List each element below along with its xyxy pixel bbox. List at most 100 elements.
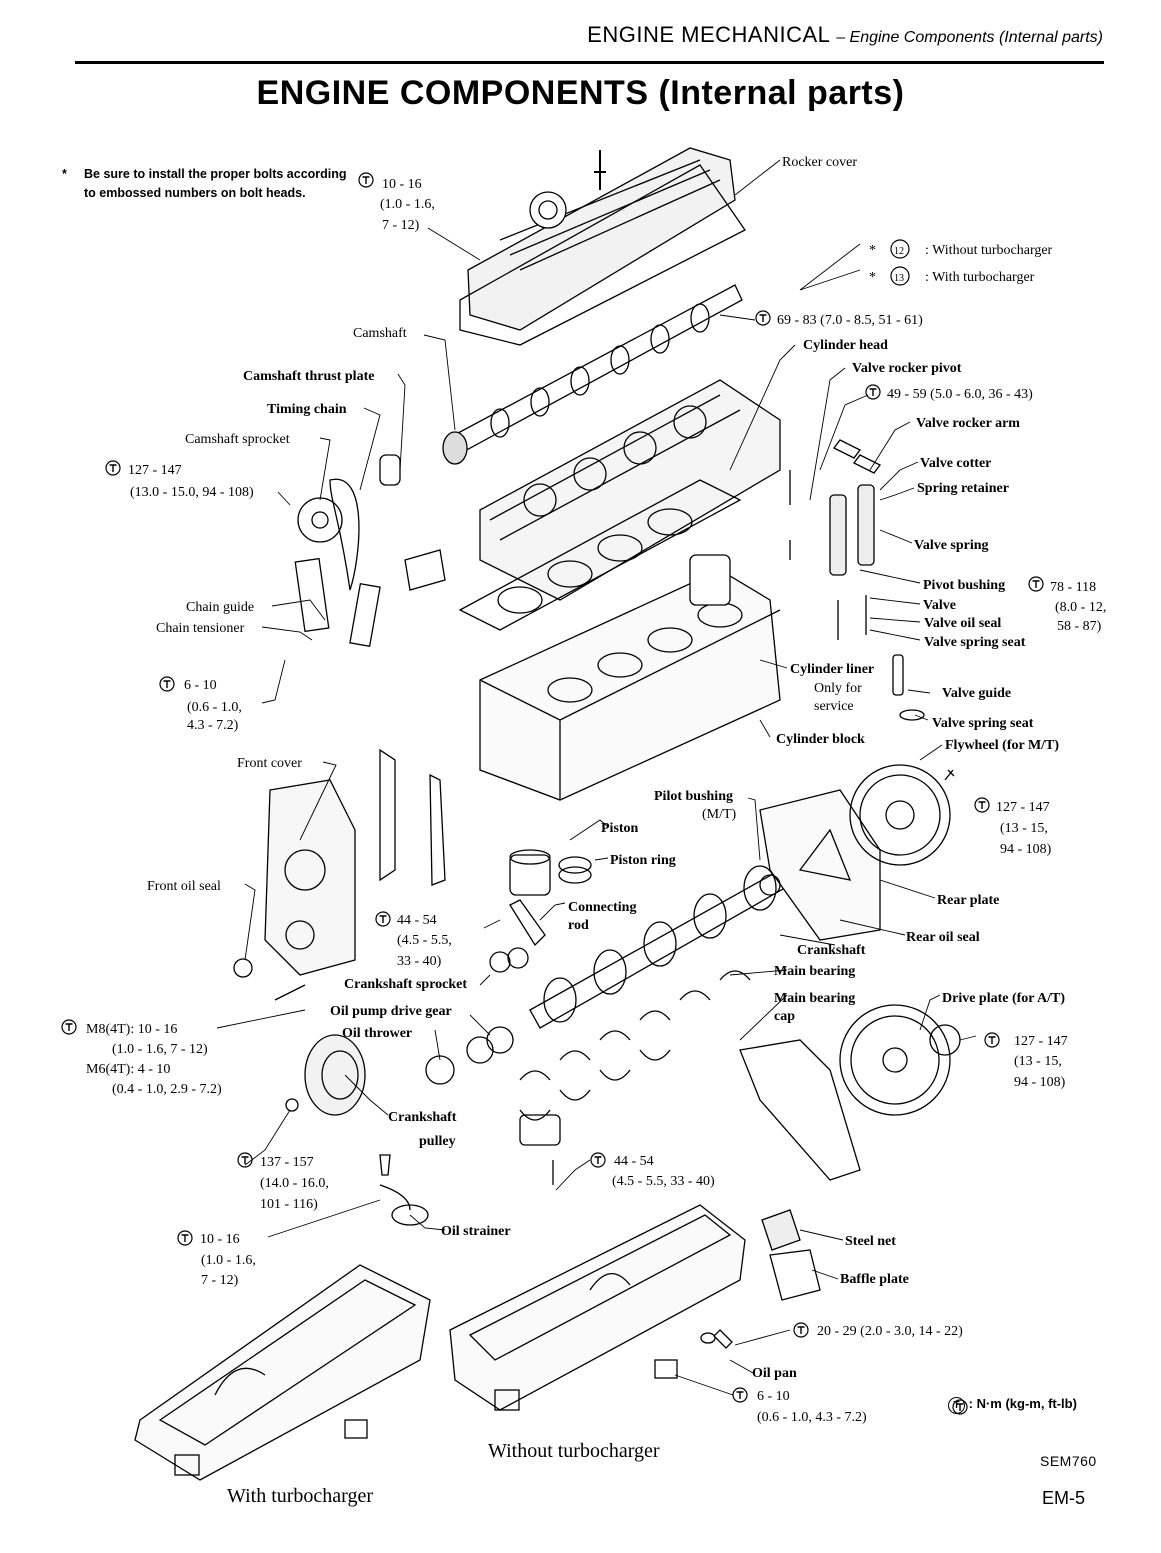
legend-text: : N·m (kg-m, ft-lb) xyxy=(968,1396,1077,1411)
label-chain-tensioner: Chain tensioner xyxy=(156,621,245,636)
torque-flywheel-3: 94 - 108) xyxy=(1000,842,1052,857)
leader-lines xyxy=(216,159,977,1396)
label-pilot-bushing-mt: (M/T) xyxy=(702,807,737,822)
torque-flywheel-2: (13 - 15, xyxy=(1000,821,1048,836)
label-baffle-plate: Baffle plate xyxy=(840,1272,909,1287)
label-drive-plate: Drive plate (for A/T) xyxy=(942,991,1065,1006)
label-valve-cotter: Valve cotter xyxy=(920,456,991,471)
label-valve: Valve xyxy=(923,598,956,613)
page-header: ENGINE MECHANICAL – Engine Components (I… xyxy=(587,22,1103,48)
label-flywheel: Flywheel (for M/T) xyxy=(945,738,1059,753)
front-cover-part xyxy=(233,748,446,978)
label-timing-chain: Timing chain xyxy=(267,402,347,417)
rear-plate-part xyxy=(759,789,881,941)
caption-with-turbo: With turbocharger xyxy=(227,1485,373,1507)
label-valve-rocker-arm: Valve rocker arm xyxy=(916,416,1020,431)
label-connecting: Connecting xyxy=(568,900,636,915)
timing-chain-part xyxy=(294,454,446,648)
torque-main-cap-1: 44 - 54 xyxy=(614,1154,654,1169)
torque-m8-1: M8(4T): 10 - 16 xyxy=(86,1022,177,1037)
label-rear-oil-seal: Rear oil seal xyxy=(906,930,980,945)
label-main-bearing-cap-1: Main bearing xyxy=(774,991,855,1006)
caption-without-turbo: Without turbocharger xyxy=(488,1440,660,1462)
torque-conrod-2: (4.5 - 5.5, xyxy=(397,933,452,948)
label-oil-strainer: Oil strainer xyxy=(441,1224,511,1239)
figure-code: SEM760 xyxy=(1040,1453,1097,1469)
steel-net-part xyxy=(761,1209,821,1301)
label-cylinder-block: Cylinder block xyxy=(776,732,865,747)
label-oil-pan: Oil pan xyxy=(752,1366,797,1381)
cylinder-head-part xyxy=(479,379,781,601)
label-front-cover: Front cover xyxy=(237,756,302,771)
label-crankshaft: Crankshaft xyxy=(797,943,866,958)
bolt-mark-circles xyxy=(890,239,910,286)
label-spring-retainer: Spring retainer xyxy=(917,481,1009,496)
drive-plate-part xyxy=(839,1004,961,1116)
torque-pulley-1: 137 - 157 xyxy=(260,1155,314,1170)
label-rear-plate: Rear plate xyxy=(937,893,999,908)
label-valve-guide: Valve guide xyxy=(942,686,1011,701)
bolt-mark-12-text: : Without turbocharger xyxy=(925,243,1053,258)
torque-head-bolt: 69 - 83 (7.0 - 8.5, 51 - 61) xyxy=(777,313,923,328)
torque-pivot-bushing-3: 58 - 87) xyxy=(1057,619,1102,634)
label-main-bearing: Main bearing xyxy=(774,964,855,979)
head-gasket-part xyxy=(458,479,742,631)
bolt-note: * Be sure to install the proper bolts ac… xyxy=(62,165,352,203)
torque-rocker-1: 10 - 16 xyxy=(382,177,422,192)
crankshaft-part xyxy=(529,865,791,1029)
torque-pivot-bushing-2: (8.0 - 12, xyxy=(1055,600,1106,615)
drain-plug-part xyxy=(700,1329,733,1349)
torque-main-cap-2: (4.5 - 5.5, 33 - 40) xyxy=(612,1174,715,1189)
torque-flywheel-1: 127 - 147 xyxy=(996,800,1050,815)
label-cylinder-liner: Cylinder liner xyxy=(790,662,874,677)
valve-train-part xyxy=(789,439,925,721)
torque-pulley-3: 101 - 116) xyxy=(260,1197,318,1212)
bolt-mark-12-star: * xyxy=(869,243,876,258)
torque-drain-plug: 20 - 29 (2.0 - 3.0, 14 - 22) xyxy=(817,1324,963,1339)
label-steel-net: Steel net xyxy=(845,1234,896,1249)
cylinder-block-part xyxy=(479,554,781,801)
bolt-mark-12-num: 12 xyxy=(894,246,904,257)
torque-tensioner-1: 6 - 10 xyxy=(184,678,217,693)
rear-plate-at-part xyxy=(739,1039,861,1181)
note-bullet: * xyxy=(62,167,67,181)
label-service: service xyxy=(814,699,854,714)
label-cylinder-head: Cylinder head xyxy=(803,338,888,353)
bolt-mark-13-text: : With turbocharger xyxy=(925,270,1035,285)
torque-tensioner-2: (0.6 - 1.0, xyxy=(187,700,242,715)
label-valve-spring-seat-upper: Valve spring seat xyxy=(924,635,1026,650)
label-chain-guide: Chain guide xyxy=(186,600,254,615)
page-number: EM-5 xyxy=(1042,1488,1086,1508)
torque-drive-plate-2: (13 - 15, xyxy=(1014,1054,1062,1069)
header-section: ENGINE MECHANICAL xyxy=(587,22,830,47)
label-rocker-cover: Rocker cover xyxy=(782,155,857,170)
torque-legend: T : N·m (kg-m, ft-lb) xyxy=(948,1396,1077,1414)
crankshaft-pulley-part xyxy=(274,984,514,1116)
label-pilot-bushing: Pilot bushing xyxy=(654,789,733,804)
main-bearings-part xyxy=(519,970,751,1185)
bolt-mark-13-num: 13 xyxy=(894,273,904,284)
torque-cam-sprocket-2: (13.0 - 15.0, 94 - 108) xyxy=(130,485,254,500)
legend-torque-icon: T xyxy=(948,1397,965,1414)
header-rule xyxy=(75,61,1104,64)
label-camshaft-thrust-plate: Camshaft thrust plate xyxy=(243,369,374,384)
label-crankshaft-pulley-1: Crankshaft xyxy=(388,1110,457,1125)
label-oil-pump-drive-gear: Oil pump drive gear xyxy=(330,1004,452,1019)
label-crankshaft-pulley-2: pulley xyxy=(419,1134,456,1149)
torque-tensioner-3: 4.3 - 7.2) xyxy=(187,718,239,733)
oil-pan-with-turbo-part xyxy=(134,1264,431,1481)
torque-rocker-3: 7 - 12) xyxy=(382,218,420,233)
torque-m8-3: M6(4T): 4 - 10 xyxy=(86,1062,170,1077)
rocker-cover-part xyxy=(459,147,746,346)
label-piston-ring: Piston ring xyxy=(610,853,676,868)
torque-baffle-1: 6 - 10 xyxy=(757,1389,790,1404)
diagram-labels: 10 - 16 (1.0 - 1.6, 7 - 12) Rocker cover… xyxy=(86,155,1106,1425)
label-rod: rod xyxy=(568,918,589,933)
label-crankshaft-sprocket: Crankshaft sprocket xyxy=(344,977,467,992)
label-pivot-bushing: Pivot bushing xyxy=(923,578,1005,593)
torque-drive-plate-3: 94 - 108) xyxy=(1014,1075,1066,1090)
label-valve-oil-seal: Valve oil seal xyxy=(924,616,1001,631)
label-valve-spring-seat: Valve spring seat xyxy=(932,716,1034,731)
torque-rocker-2: (1.0 - 1.6, xyxy=(380,197,435,212)
